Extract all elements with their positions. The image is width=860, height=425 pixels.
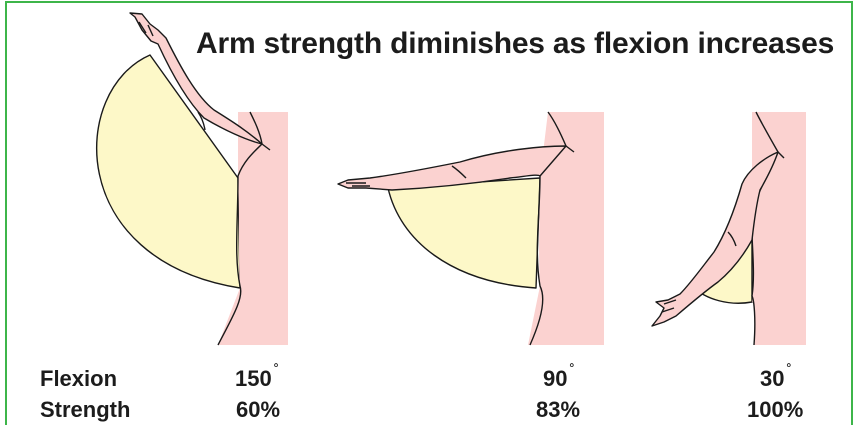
- flexion-value-90: 90˚: [543, 366, 573, 392]
- strength-zone-90: [388, 178, 540, 288]
- diagram-title: Arm strength diminishes as flexion incre…: [196, 27, 834, 61]
- degree-symbol: ˚: [274, 363, 279, 381]
- strength-zone-150: [97, 55, 240, 288]
- strength-value-83: 83%: [536, 397, 580, 423]
- row-label-strength: Strength: [40, 397, 130, 423]
- flexion-number: 90: [543, 366, 567, 391]
- flexion-value-150: 150˚: [235, 366, 277, 392]
- torso-30: [752, 112, 806, 345]
- row-label-flexion: Flexion: [40, 366, 117, 392]
- flexion-number: 150: [235, 366, 272, 391]
- flexion-value-30: 30˚: [760, 366, 790, 392]
- degree-symbol: ˚: [569, 363, 574, 381]
- strength-value-60: 60%: [236, 397, 280, 423]
- figure-30: [652, 112, 806, 345]
- figure-90: [338, 112, 604, 345]
- strength-value-100: 100%: [747, 397, 803, 423]
- flexion-number: 30: [760, 366, 784, 391]
- figure-150: [97, 13, 288, 345]
- degree-symbol: ˚: [786, 363, 791, 381]
